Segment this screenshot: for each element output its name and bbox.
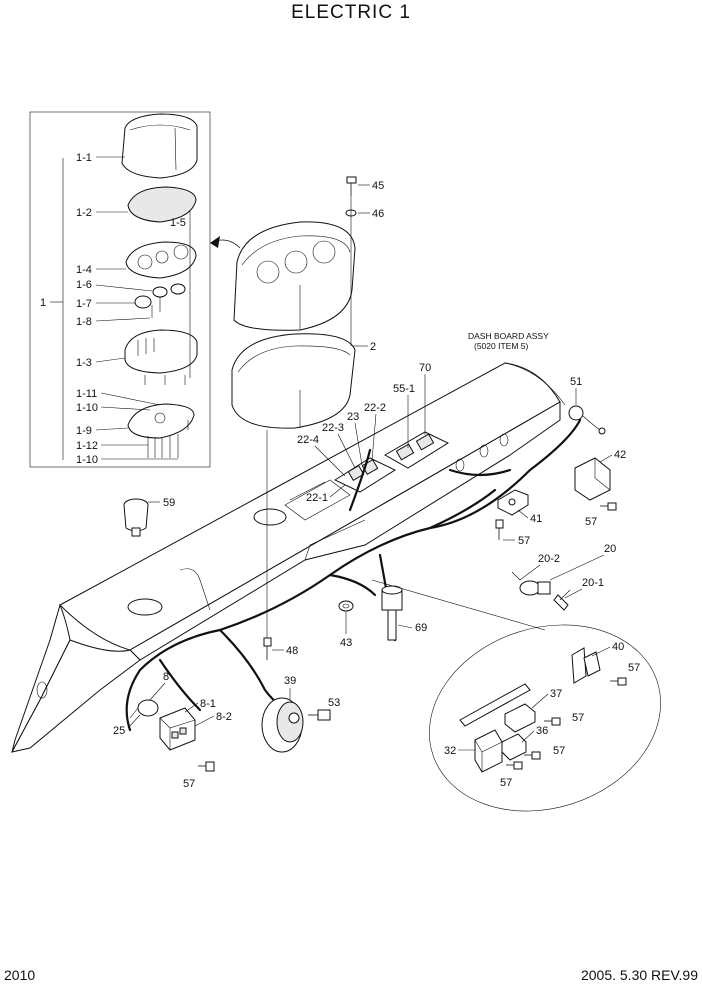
cluster-assembled [233,221,356,331]
cluster-exploded-box [29,111,211,468]
callout-label: 1-10 [76,454,98,466]
part-51-clip [568,405,606,435]
callout-label: 40 [612,641,624,653]
callout-label: 1-4 [76,264,92,276]
callout-label: 8 [163,671,169,683]
part-36-relay [501,733,527,761]
bolt-57-g [506,761,523,770]
cluster-dial-plate [125,241,197,279]
callout-label: 57 [518,535,530,547]
callout-label: 55-1 [393,383,415,395]
bolt-53 [308,709,331,721]
callout-label: 43 [340,637,352,649]
callout-label: 20 [604,543,616,555]
part-48-screw [263,637,272,660]
callout-label: 22-4 [297,434,319,446]
switch-callouts: 70 55-1 22-2 23 22-3 22-4 22-1 [297,362,431,504]
revision-date: 2005. 5.30 REV.99 [581,967,698,983]
part-43-grommet [338,600,354,612]
callout-label: (5020 ITEM 5) [474,341,528,351]
callout-label: 59 [163,497,175,509]
page-number: 2010 [4,967,35,983]
part-8-connector [159,707,196,751]
callout-label: 37 [550,688,562,700]
bolt-57-a [600,502,617,511]
callout-label: 22-1 [306,492,328,504]
callout-label: 57 [183,778,195,790]
callout-label: 36 [536,725,548,737]
cluster-lens [127,186,197,223]
callout-label: 57 [553,745,565,757]
bolt-57-d [610,677,627,686]
callout-label: DASH BOARD ASSY [468,331,549,341]
callout-label: 57 [585,516,597,528]
callout-label: 2 [370,341,376,353]
callout-label: 57 [572,712,584,724]
part-37-relay [504,703,536,733]
bolt-57-f [524,751,541,760]
callout-label: 1 [40,297,46,309]
callout-label: 1-8 [76,316,92,328]
callout-label: 51 [570,376,582,388]
cluster-bulbs [134,283,186,318]
part-32-relay [474,729,503,773]
callout-label: 23 [347,411,359,423]
callout-label: 20-1 [582,577,604,589]
callout-label: 69 [415,622,427,634]
part-39-horn [261,697,304,753]
callout-label: 57 [628,662,640,674]
callout-label: 1-12 [76,440,98,452]
callout-label: 20-2 [538,553,560,565]
dash-board-body [11,362,566,753]
callout-label: 25 [113,725,125,737]
cluster-circuit-board [127,403,195,458]
callout-label: 32 [444,745,456,757]
callout-label: 57 [500,777,512,789]
callout-label: 70 [419,362,431,374]
callout-label: 39 [284,675,296,687]
part-42-relay [574,457,611,501]
callout-label: 1-10 [76,402,98,414]
callout-label: 8-2 [216,711,232,723]
callout-label: 1-6 [76,279,92,291]
callout-label: 8-1 [200,698,216,710]
relay-group-detail [371,579,661,812]
callout-label: 1-9 [76,425,92,437]
part-20-key-switch [511,571,571,611]
part-41-plate [497,489,529,516]
callout-label: 41 [530,513,542,525]
callout-label: 1-11 [76,388,97,400]
bolt-45 [346,176,357,196]
callout-label: 1-7 [76,298,92,310]
callout-label: 48 [286,645,298,657]
cluster-case [124,329,198,374]
callout-label: 42 [614,449,626,461]
callout-label: 45 [372,180,384,192]
callout-label: 53 [328,697,340,709]
part-40-flasher [571,647,601,684]
callout-label: 1-1 [76,152,92,164]
cluster-cover-top [121,113,198,179]
callout-label: 1-3 [76,357,92,369]
switch-panel-22 [333,457,397,493]
callout-label: 22-3 [322,422,344,434]
switch-panel-55-1 [383,431,450,469]
part-59-cigar-lighter [123,498,149,537]
cluster-housing [231,333,356,429]
callout-label: 22-2 [364,402,386,414]
bolt-57-b [495,519,504,540]
callout-label: 1-5 [170,217,186,229]
part-25-clamp [129,699,159,719]
callout-label: 46 [372,208,384,220]
bolt-57-c [198,761,215,772]
cluster-callouts: 1 1-1 1-2 1-5 1-4 1-6 1-7 1-8 1-3 1-11 1… [40,152,186,466]
callout-label: 1-2 [76,207,92,219]
page-title: ELECTRIC 1 [291,2,411,23]
bolt-57-e [544,717,561,726]
part-69-sensor [381,585,403,641]
